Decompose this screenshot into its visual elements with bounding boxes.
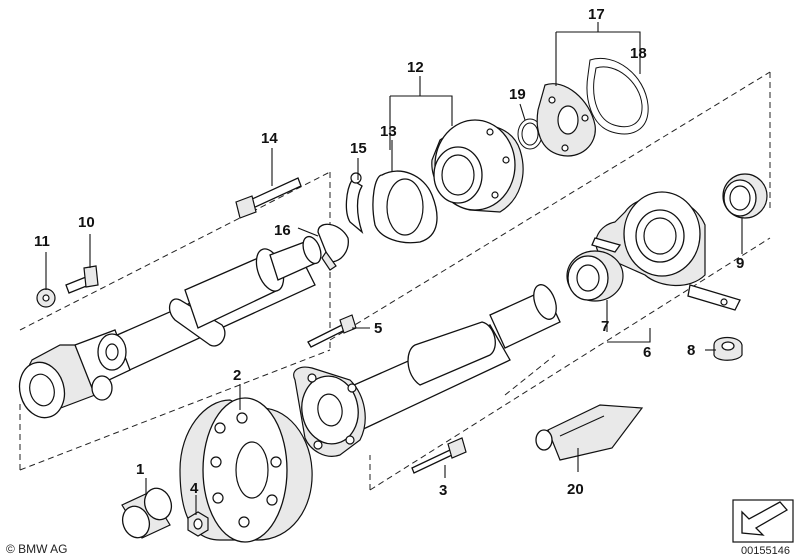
label-19[interactable]: 19: [509, 86, 526, 103]
next-page-arrow-icon[interactable]: [732, 499, 794, 543]
label-2[interactable]: 2: [233, 367, 241, 384]
part-8-grommet: [713, 336, 743, 361]
part-5-bolt: [307, 314, 357, 348]
part-2-flexible-disc: [179, 397, 313, 543]
part-10-bolt: [65, 265, 99, 294]
label-3[interactable]: 3: [439, 482, 447, 499]
part-13-boot-ring: [372, 170, 438, 244]
part-11-washer: [36, 288, 56, 308]
label-10[interactable]: 10: [78, 214, 95, 231]
part-16-clamp: [317, 223, 349, 271]
drive-shaft-front-section: [18, 235, 322, 419]
label-20[interactable]: 20: [567, 481, 584, 498]
part-7-bearing: [566, 250, 624, 302]
label-9[interactable]: 9: [736, 255, 744, 272]
dashed-assembly-lines: [19, 71, 771, 491]
part-15-retaining-ring: [345, 172, 364, 234]
part-1-sleeve: [121, 487, 173, 539]
part-17-flange-plate: [536, 83, 596, 157]
part-3-bolt: [411, 437, 467, 474]
label-11[interactable]: 11: [34, 233, 50, 250]
label-18[interactable]: 18: [630, 45, 647, 62]
part-20-grease-tube: [535, 404, 644, 461]
label-5[interactable]: 5: [374, 320, 382, 337]
leader-lines: [45, 22, 743, 515]
label-16[interactable]: 16: [274, 222, 291, 239]
label-13[interactable]: 13: [380, 123, 397, 140]
label-6[interactable]: 6: [643, 344, 651, 361]
label-12[interactable]: 12: [407, 59, 424, 76]
label-14[interactable]: 14: [261, 130, 278, 147]
label-4[interactable]: 4: [190, 480, 199, 497]
diagram-number: 00155146: [741, 545, 790, 557]
part-14-bolt: [235, 177, 302, 219]
label-7[interactable]: 7: [601, 318, 609, 335]
part-12-centre-housing: [431, 119, 524, 213]
part-9-seal-ring: [722, 173, 768, 219]
part-4-nut: [187, 511, 209, 537]
label-1[interactable]: 1: [136, 461, 144, 478]
drive-shaft-rear-section: [293, 284, 561, 457]
part-labels: 1 2 3 4 5 6 7 8 9 10 11 12 13 14 15 16 1…: [34, 6, 744, 499]
label-17[interactable]: 17: [588, 6, 605, 23]
label-15[interactable]: 15: [350, 140, 367, 157]
label-8[interactable]: 8: [687, 342, 695, 359]
copyright-text: © BMW AG: [6, 542, 68, 556]
part-18-gasket: [586, 58, 649, 135]
part-6-centre-bearing-support: [591, 191, 741, 311]
